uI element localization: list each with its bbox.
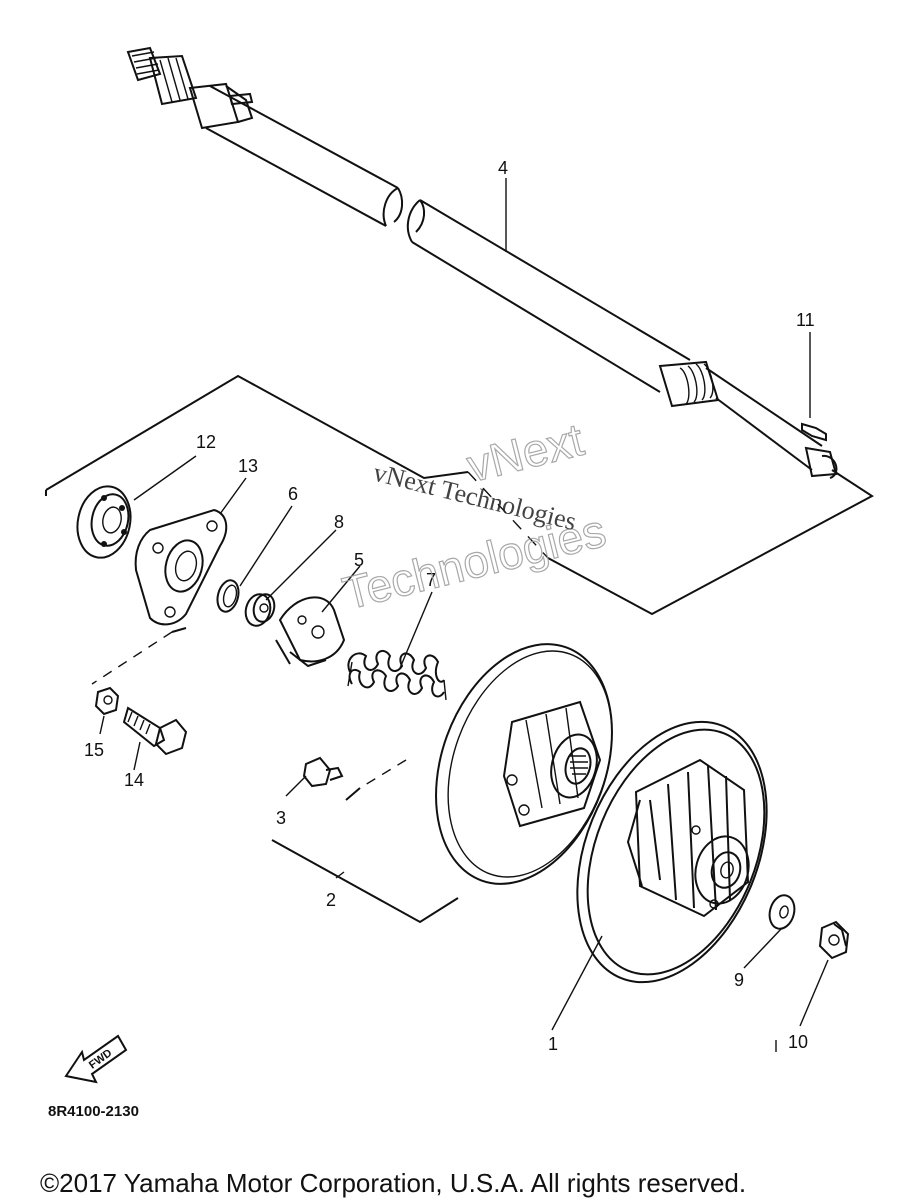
sliding-sheave (576, 720, 768, 984)
assembly-outline (45, 374, 874, 924)
key (801, 422, 827, 442)
leader-lines (99, 178, 829, 1052)
cam (275, 596, 346, 668)
secondary-shaft (126, 46, 838, 479)
washer (244, 593, 276, 627)
callout-9: 9 (734, 970, 744, 990)
callout-4: 4 (498, 158, 508, 178)
watermark-outline-1: vNext (462, 413, 589, 492)
washer-9 (768, 894, 796, 930)
callout-8: 8 (334, 512, 344, 532)
nut-10 (818, 920, 850, 960)
watermark: vNext Technologies vNext Technologies (337, 412, 611, 620)
bearing (76, 485, 132, 559)
fwd-arrow: FWD (64, 1034, 128, 1084)
callout-12: 12 (196, 432, 216, 452)
callout-1: 1 (548, 1034, 558, 1054)
callout-14: 14 (124, 770, 144, 790)
spring (347, 649, 447, 701)
callout-10: 10 (788, 1032, 808, 1052)
callout-13: 13 (238, 456, 258, 476)
callout-6: 6 (288, 484, 298, 504)
reference-code: 8R4100-2130 (48, 1103, 139, 1120)
copyright-notice: ©2017 Yamaha Motor Corporation, U.S.A. A… (40, 1168, 746, 1198)
pin (302, 756, 344, 788)
callout-15: 15 (84, 740, 104, 760)
callout-11: 11 (796, 310, 815, 330)
nut-small (94, 686, 120, 716)
bolt (122, 706, 188, 756)
bracket-plate (134, 508, 228, 626)
callout-labels: 1 2 3 4 5 6 7 8 9 10 11 12 13 14 15 (84, 158, 815, 1054)
circlip (216, 579, 240, 613)
callout-5: 5 (354, 550, 364, 570)
callout-2: 2 (326, 890, 336, 910)
fixed-sheave (435, 643, 613, 885)
callout-3: 3 (276, 808, 286, 828)
callout-7: 7 (426, 570, 436, 590)
